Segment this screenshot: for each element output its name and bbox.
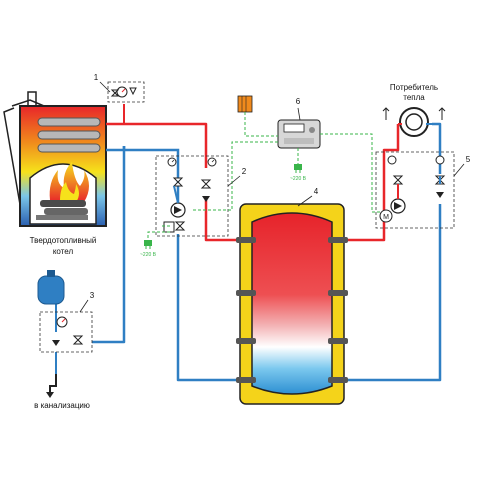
- check-valve-icon: [52, 340, 60, 346]
- makeup-group: [37, 270, 93, 353]
- check-valve-icon: [436, 192, 444, 198]
- thermometer-icon: [435, 155, 445, 165]
- callout-6: 6: [296, 97, 301, 121]
- valve-icon: [200, 179, 212, 189]
- voltage-label-mid: ~220 В: [290, 176, 307, 182]
- solid-fuel-boiler: Твердотопливный котел: [3, 91, 107, 256]
- fire-icon: [49, 162, 89, 202]
- consumer-label-line1: Потребитель: [390, 83, 438, 92]
- svg-text:3: 3: [90, 291, 95, 300]
- safety-group: [107, 81, 145, 103]
- boiler-label-line2: котел: [53, 247, 74, 256]
- callout-2: 2: [227, 167, 247, 187]
- thermometer-icon: [207, 157, 217, 167]
- consumer-group: M: [375, 151, 455, 229]
- valve-icon: [392, 175, 404, 185]
- consumer-label-line2: тепла: [403, 93, 425, 102]
- motor-valve-icon: M: [379, 209, 393, 223]
- pressure-gauge-icon: [56, 316, 68, 328]
- hot-supply-pipes: [106, 122, 400, 242]
- buffer-tank: [236, 203, 348, 405]
- temperature-sensor-icon: [237, 95, 253, 113]
- boiler-pump-group: [155, 155, 229, 237]
- callout-4: 4: [297, 187, 319, 207]
- svg-text:5: 5: [466, 155, 471, 164]
- thermometer-icon: [387, 155, 397, 165]
- heat-exchanger-tubes: [37, 117, 101, 153]
- svg-text:6: 6: [296, 97, 301, 106]
- thermometer-icon: [167, 157, 177, 167]
- pump-icon: [170, 202, 186, 218]
- control-wiring: [147, 112, 380, 240]
- three-way-valve-icon: [163, 221, 186, 233]
- heat-arrows-icon: [382, 107, 446, 120]
- voltage-label-left: ~220 В: [140, 252, 157, 258]
- air-vent-icon: [129, 87, 137, 96]
- check-valve-icon: [202, 196, 210, 202]
- expansion-tank-icon: [37, 270, 65, 305]
- svg-text:4: 4: [314, 187, 319, 196]
- valve-icon: [172, 177, 184, 187]
- callout-1: 1: [94, 73, 111, 93]
- firewood-icon: [36, 200, 88, 220]
- drain-icon: [46, 374, 57, 398]
- callout-3: 3: [79, 291, 95, 313]
- safety-valve-icon: [110, 89, 120, 97]
- power-plug-icon: [144, 240, 152, 249]
- pressure-gauge-icon: [116, 86, 128, 98]
- svg-text:M: M: [383, 214, 389, 221]
- power-plug-icon: [294, 164, 302, 173]
- radiator-icon: [398, 107, 432, 137]
- callout-5: 5: [453, 155, 471, 177]
- valve-icon: [72, 335, 84, 345]
- boiler-label-line1: Твердотопливный: [30, 236, 97, 245]
- pump-icon: [390, 198, 406, 214]
- controller: [277, 119, 321, 149]
- drain-label: в канализацию: [34, 401, 90, 410]
- svg-text:2: 2: [242, 167, 247, 176]
- svg-text:1: 1: [94, 73, 99, 82]
- tank-connections: [236, 237, 348, 383]
